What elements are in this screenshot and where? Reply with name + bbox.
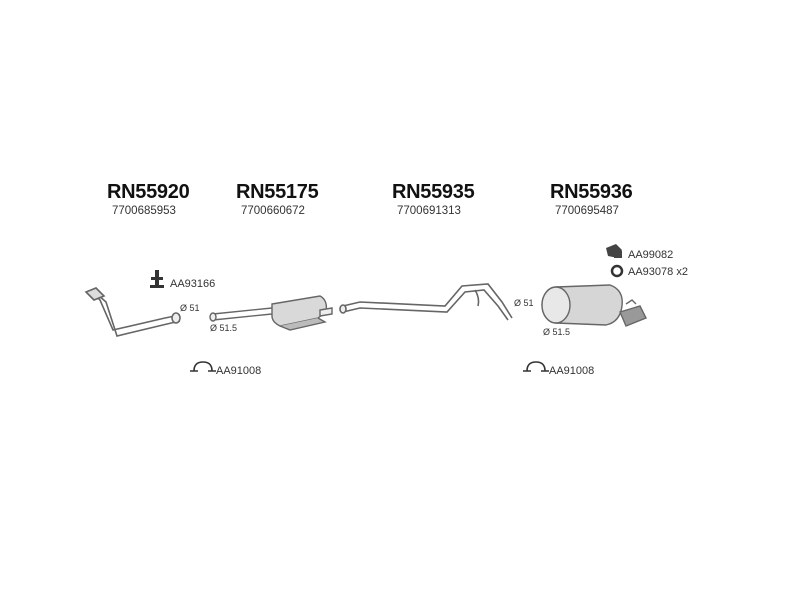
oem-number-1: 7700685953 bbox=[112, 205, 176, 217]
hanger-label: AA99082 bbox=[628, 249, 674, 261]
ring-label: AA93078 x2 bbox=[628, 266, 688, 278]
middle-pipe-drawing bbox=[339, 283, 513, 321]
oem-number-2: 7700660672 bbox=[241, 205, 305, 217]
clamp-right-label: AA91008 bbox=[549, 365, 595, 377]
mount-label: AA93166 bbox=[170, 278, 216, 290]
part-code-2: RN55175 bbox=[236, 181, 319, 203]
part-code-1: RN55920 bbox=[107, 181, 190, 203]
clamp-right-icon bbox=[523, 361, 549, 372]
clamp-left-label: AA91008 bbox=[216, 365, 262, 377]
center-silencer-drawing bbox=[209, 295, 333, 331]
ring-code: AA93078 bbox=[628, 266, 674, 278]
clamp-left-icon bbox=[190, 361, 216, 372]
oem-number-3: 7700691313 bbox=[397, 205, 461, 217]
mount-icon bbox=[150, 270, 164, 288]
front-pipe-drawing bbox=[84, 287, 181, 337]
ring-icon bbox=[610, 264, 624, 278]
ring-quantity: x2 bbox=[676, 266, 688, 278]
part-code-3: RN55935 bbox=[392, 181, 475, 203]
rear-silencer-drawing bbox=[541, 284, 647, 327]
diameter-label-3: Ø 51 bbox=[514, 298, 534, 308]
diameter-label-4: Ø 51.5 bbox=[543, 327, 571, 337]
diameter-label-1: Ø 51 bbox=[180, 303, 200, 313]
part-code-4: RN55936 bbox=[550, 181, 633, 203]
oem-number-4: 7700695487 bbox=[555, 205, 619, 217]
hanger-icon bbox=[606, 244, 622, 258]
diameter-label-2: Ø 51.5 bbox=[210, 323, 238, 333]
